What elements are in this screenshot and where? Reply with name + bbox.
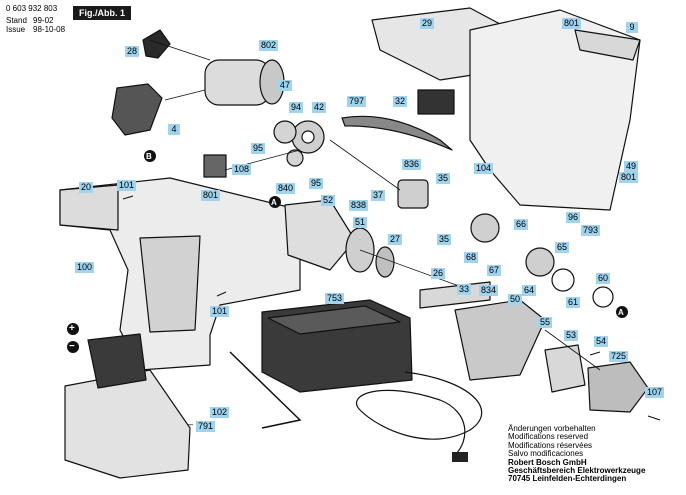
part-label: 801 [619, 172, 639, 183]
part-label: 104 [474, 163, 494, 174]
part-label: 65 [555, 242, 570, 253]
bearing-shape [397, 179, 429, 209]
part-label: 793 [581, 225, 601, 236]
part-label: 37 [371, 190, 386, 201]
note-line: Salvo modificaciones [508, 449, 584, 459]
handle-grip-shape [139, 235, 201, 333]
part-label: 834 [479, 285, 499, 296]
clip-shape [142, 29, 171, 59]
side-plate-shape [574, 29, 641, 61]
part-label: 95 [251, 143, 266, 154]
issue-label: Issue [6, 25, 26, 34]
battery-top-shape [87, 333, 147, 389]
part-label: 27 [388, 234, 403, 245]
right-housing-shape [469, 9, 641, 211]
part-label: 838 [349, 200, 369, 211]
part-label: 49 [624, 161, 639, 172]
figure-badge: Fig./Abb. 1 [73, 6, 131, 20]
part-label: 66 [514, 219, 529, 230]
chuck-shape [587, 361, 649, 413]
part-label: 64 [522, 285, 537, 296]
part-label: 9 [626, 22, 638, 33]
part-label: 725 [609, 351, 629, 362]
gear-small-shape [273, 120, 297, 144]
part-label: 51 [353, 217, 368, 228]
stand-label: Stand [6, 16, 27, 25]
part-label: 33 [457, 284, 472, 295]
part-label: 47 [278, 80, 293, 91]
part-label: 101 [117, 180, 137, 191]
part-label: 802 [259, 40, 279, 51]
part-label: 95 [309, 178, 324, 189]
sleeve-shape [454, 299, 546, 381]
part-label: 29 [420, 18, 435, 29]
key-line [229, 351, 302, 429]
minus-terminal-icon [67, 341, 79, 353]
plus-terminal-icon [67, 323, 79, 335]
switch-shape [111, 83, 163, 136]
part-label: 753 [325, 293, 345, 304]
notes-block: Änderungen vorbehalten Modifications res… [508, 424, 646, 484]
battery-shape [64, 369, 191, 479]
part-label: 55 [538, 317, 553, 328]
part-label: 32 [393, 96, 408, 107]
note-line: Änderungen vorbehalten [508, 424, 596, 433]
part-label: 791 [196, 421, 216, 432]
part-label: 4 [168, 124, 180, 135]
marker-b-label: B [146, 152, 152, 161]
brush-shape [203, 154, 227, 178]
part-label: 61 [566, 297, 581, 308]
doc-number: 0 603 932 803 [6, 4, 58, 13]
clip32-shape [417, 89, 455, 115]
part-label: 26 [431, 268, 446, 279]
marker-a1-icon [269, 196, 281, 208]
part-label: 801 [562, 18, 582, 29]
part-label: 840 [276, 183, 296, 194]
marker-b1-icon [144, 150, 156, 162]
part-label: 42 [312, 102, 327, 113]
company-line: Geschäftsbereich Elektrowerkzeuge [508, 466, 646, 476]
part-label: 54 [594, 336, 609, 347]
plus-label: + [69, 323, 75, 334]
part-label: 52 [321, 195, 336, 206]
part-label: 28 [125, 46, 140, 57]
note-line: Modifications reserved [508, 432, 589, 442]
part-label: 836 [402, 159, 422, 170]
part-label: 801 [201, 190, 221, 201]
dash-mark: – [188, 419, 194, 429]
part-label: 107 [645, 387, 665, 398]
part-label: 102 [210, 407, 230, 418]
part-label: 50 [508, 294, 523, 305]
part-label: 67 [487, 265, 502, 276]
issue-value: 98-10-08 [33, 25, 66, 34]
clutch-ring-shape [525, 247, 555, 277]
part-label: 101 [210, 306, 230, 317]
company-line: 70745 Leinfelden-Echterdingen [508, 474, 627, 484]
part-label: 108 [232, 164, 252, 175]
note-line: Modifications réservées [508, 440, 593, 450]
belt-shape [341, 115, 453, 151]
marker-a-label: A [271, 198, 277, 207]
marker-a-label: A [618, 308, 624, 317]
part-label: 96 [566, 212, 581, 223]
part-label: 797 [347, 96, 367, 107]
part-label: 60 [596, 273, 611, 284]
part-label: 94 [289, 102, 304, 113]
company-line: Robert Bosch GmbH [508, 457, 587, 467]
plug-shape [452, 452, 468, 462]
stand-value: 99-02 [33, 16, 54, 25]
clutch-disc-shape [470, 213, 500, 243]
part-label: 100 [75, 262, 95, 273]
marker-a2-icon [616, 306, 628, 318]
chuck-ring-shape [544, 344, 586, 393]
part-label: 20 [79, 182, 94, 193]
charger-cord-line [355, 371, 483, 456]
part-label: 35 [437, 234, 452, 245]
part-label: 53 [564, 330, 579, 341]
minus-label: − [69, 341, 75, 352]
part-label: 35 [436, 173, 451, 184]
part-label: 68 [464, 252, 479, 263]
